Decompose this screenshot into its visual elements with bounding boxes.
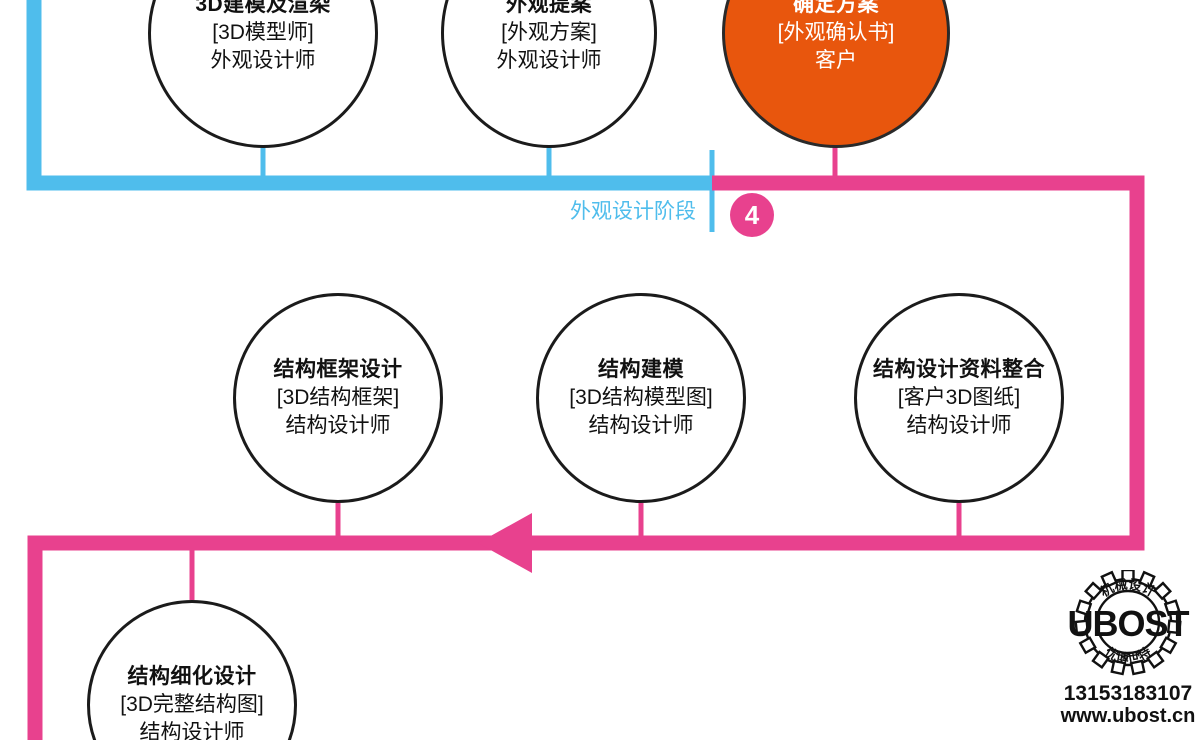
gear-icon: 机械设计 优博世特 — [1074, 570, 1182, 676]
node-document: [3D结构框架] — [276, 386, 400, 410]
node-structure-frame-design[interactable]: 结构框架设计 [3D结构框架] 结构设计师 — [233, 293, 443, 503]
node-document: [外观确认书] — [777, 21, 895, 45]
node-role: 客户 — [815, 48, 857, 72]
stage-label-appearance-design: 外观设计阶段 — [570, 200, 696, 223]
node-role: 结构设计师 — [139, 720, 245, 740]
stage-badge-4: 4 — [730, 193, 774, 237]
node-title: 3D建模及渲染 — [195, 0, 331, 17]
node-document: [3D完整结构图] — [120, 693, 264, 717]
node-role: 外观设计师 — [496, 48, 602, 72]
gear-bottom-text: 优博世特 — [1102, 644, 1153, 666]
logo-wordmark: UBOST — [1067, 603, 1190, 644]
node-title: 结构设计资料整合 — [873, 358, 1045, 382]
logo-website: www.ubost.cn — [1060, 705, 1196, 727]
node-title: 结构细化设计 — [127, 665, 257, 689]
appearance-stage-rail — [26, 0, 712, 191]
node-title: 结构建模 — [598, 358, 684, 382]
node-title: 外观提案 — [506, 0, 592, 17]
flow-direction-arrow — [478, 513, 532, 573]
node-role: 结构设计师 — [906, 413, 1012, 437]
node-document: [3D结构模型图] — [569, 386, 713, 410]
structure-stage-rail — [27, 175, 1145, 740]
node-document: [客户3D图纸] — [897, 386, 1021, 410]
node-title: 确定方案 — [793, 0, 879, 17]
node-structure-modeling[interactable]: 结构建模 [3D结构模型图] 结构设计师 — [536, 293, 746, 503]
node-document: [3D模型师] — [212, 21, 314, 45]
node-document: [外观方案] — [501, 21, 597, 45]
logo-phone: 13153183107 — [1063, 682, 1193, 705]
node-title: 结构框架设计 — [273, 358, 403, 382]
logo-mark: 机械设计 优博世特 UBOST — [1058, 570, 1198, 680]
company-logo: 机械设计 优博世特 UBOST 13153183107 www.ubost.cn — [1058, 570, 1198, 738]
node-role: 外观设计师 — [210, 48, 316, 72]
node-role: 结构设计师 — [285, 413, 391, 437]
node-role: 结构设计师 — [588, 413, 694, 437]
node-structure-data-integration[interactable]: 结构设计资料整合 [客户3D图纸] 结构设计师 — [854, 293, 1064, 503]
